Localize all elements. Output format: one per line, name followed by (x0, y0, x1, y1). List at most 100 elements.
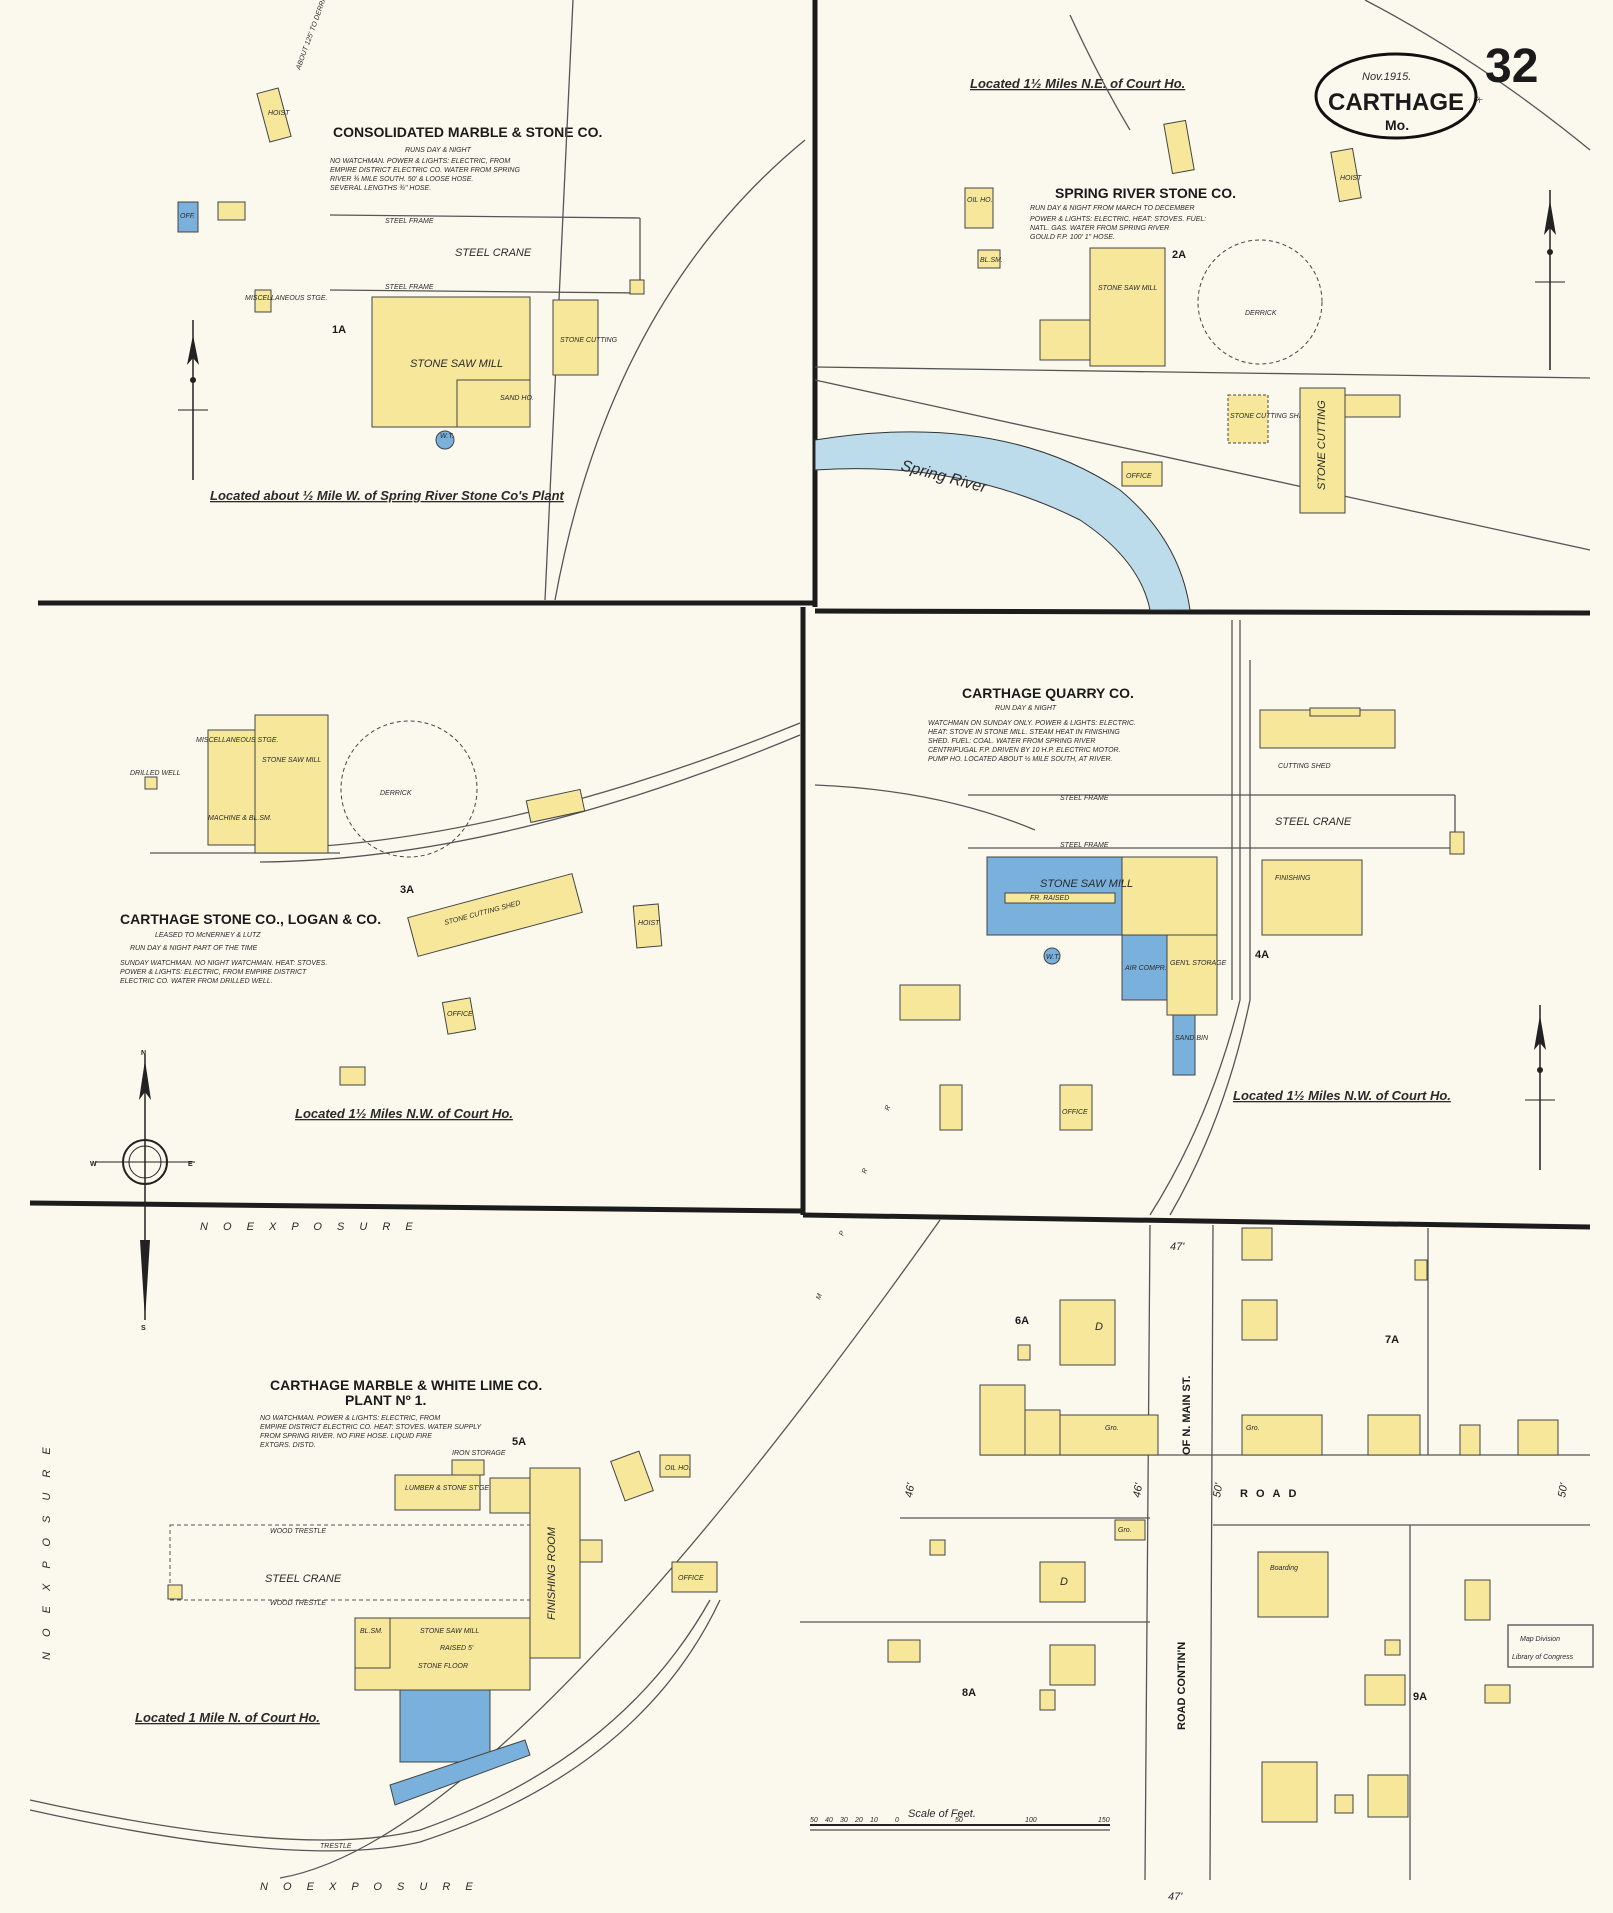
building-hoist (525, 788, 586, 823)
spring-river: Spring River (814, 431, 1191, 611)
panel-leased: LEASED TO McNERNEY & LUTZ (155, 932, 261, 939)
scale-label: Scale of Feet. (908, 1808, 976, 1820)
scale-tick: 0 (895, 1817, 899, 1824)
building-shed (610, 1450, 654, 1502)
building-label: OFF. (180, 213, 195, 220)
location-note: Located 1½ Miles N.E. of Court Ho. (970, 76, 1185, 91)
building-label: MISCELLANEOUS STGE. (245, 295, 328, 302)
derrick-circle (1197, 239, 1323, 365)
derrick-note: ABOUT 125' TO DERRICK (295, 0, 331, 72)
scale-tick: 100 (1025, 1817, 1037, 1824)
building-general-storage (1166, 934, 1218, 1016)
building-raised-floor (1004, 892, 1116, 904)
building-grocery (1241, 1414, 1323, 1456)
panel-plant: PLANT Nº 1. (345, 1392, 426, 1408)
building-small (1017, 1344, 1031, 1361)
building-label: STONE SAW MILL (262, 757, 321, 764)
building-label: STONE SAW MILL (1098, 285, 1157, 292)
dim-label: 46' (903, 1481, 917, 1498)
water-tank (435, 430, 455, 450)
block-id: 4A (1255, 949, 1269, 961)
no-exposure-bottom: N O E X P O S U R E (260, 1881, 479, 1893)
building-misc-storage (254, 289, 272, 313)
building-cutting-ell (1344, 394, 1401, 418)
panel-title: CARTHAGE MARBLE & WHITE LIME CO. (270, 1377, 542, 1393)
scale-tick: 50 (955, 1817, 963, 1824)
building-label: STONE CUTTING (1316, 400, 1328, 490)
building-label: STONE CUTTING (560, 337, 618, 344)
block-id: 9A (1413, 1691, 1427, 1703)
building-air-compr (1039, 319, 1091, 361)
note-line: PUMP HO. LOCATED ABOUT ½ MILE SOUTH, AT … (928, 755, 1113, 763)
panel-title: CARTHAGE QUARRY CO. (962, 685, 1134, 701)
building-stone-saw-mill (1089, 247, 1166, 367)
stamp-line: Library of Congress (1512, 1654, 1574, 1661)
building-label: STONE SAW MILL (410, 358, 503, 370)
trestle-label: TRESTLE (320, 1843, 352, 1850)
building-air-compr (1121, 934, 1168, 1001)
building-label: OIL HO. (665, 1465, 691, 1472)
north-arrow (1535, 190, 1565, 370)
scale-tick: 50 (810, 1817, 818, 1824)
scale-bar: Scale of Feet. 50 40 30 20 10 0 50 100 1… (810, 1808, 1110, 1831)
scale-tick: 30 (840, 1817, 848, 1824)
block-id: 7A (1385, 1334, 1399, 1346)
panel-title: SPRING RIVER STONE CO. (1055, 185, 1236, 201)
building-hoist (632, 903, 663, 949)
building-label: Gro. (1105, 1425, 1119, 1432)
building-office (1121, 461, 1163, 487)
building-small (1459, 1424, 1481, 1456)
trestle-label: WOOD TRESTLE (270, 1528, 326, 1535)
note-line: WATCHMAN ON SUNDAY ONLY. POWER & LIGHTS:… (928, 720, 1136, 727)
building-loading (389, 1739, 531, 1806)
building-label: SAND BIN (1175, 1035, 1209, 1042)
building-label: GEN'L STORAGE (1170, 960, 1227, 967)
note-line: EMPIRE DISTRICT ELECTRIC CO. HEAT: STOVE… (260, 1424, 483, 1431)
building-small (167, 1584, 183, 1600)
building-label: FINISHING ROOM (546, 1526, 558, 1620)
road-label: ROAD (1240, 1488, 1304, 1500)
block-id: 1A (332, 324, 346, 336)
building-hoist (256, 87, 292, 143)
building-store (1364, 1674, 1406, 1706)
dim-label: 50' (1211, 1481, 1225, 1498)
panel-street-blocks: ROAD OF N. MAIN ST. ROAD CONTIN'N 47' 50… (800, 1076, 1594, 1903)
sheet-number: 32 (1485, 40, 1538, 93)
note-line: POWER & LIGHTS: ELECTRIC, FROM EMPIRE DI… (120, 969, 307, 976)
building-label: MISCELLANEOUS STGE. (196, 737, 279, 744)
note-line: RIVER ¾ MILE SOUTH. 50' & LOOSE HOSE. (330, 176, 473, 183)
panel-subtitle: RUN DAY & NIGHT (995, 705, 1057, 712)
frame-label: STEEL FRAME (385, 218, 434, 225)
building-label: OFFICE (1062, 1109, 1088, 1116)
street-label-contin: ROAD CONTIN'N (1176, 1642, 1188, 1730)
panel-subtitle: RUN DAY & NIGHT PART OF THE TIME (130, 945, 258, 952)
water-tank (1043, 947, 1061, 965)
building-blacksmith (354, 1617, 391, 1669)
building-label: D (1095, 1321, 1103, 1333)
building-small (217, 201, 246, 221)
building-dwelling (1059, 1299, 1116, 1366)
building-iron-storage (451, 1459, 485, 1476)
panel-title: CARTHAGE STONE CO., LOGAN & CO. (120, 911, 381, 927)
building-motor-room (399, 1689, 491, 1763)
building-label: IRON STORAGE (452, 1450, 506, 1457)
compass-e: E (188, 1161, 193, 1168)
building-office (671, 1561, 718, 1593)
library-stamp: Map Division Library of Congress (1507, 1624, 1594, 1668)
location-note: Located 1½ Miles N.W. of Court Ho. (295, 1106, 513, 1121)
sheet-badge: Nov.1915. CARTHAGE Mo. 32 (1314, 40, 1538, 140)
note-line: CENTRIFUGAL F.P. DRIVEN BY 10 H.P. ELECT… (928, 747, 1121, 754)
note-line: NO WATCHMAN. POWER & LIGHTS: ELECTRIC, F… (330, 158, 510, 165)
trestle-label: WOOD TRESTLE (270, 1600, 326, 1607)
building-label: SAND HO. (500, 395, 534, 402)
building-dwelling (1261, 1761, 1318, 1823)
compass-s: S (141, 1325, 146, 1332)
stamp-line: Map Division (1520, 1636, 1560, 1643)
building-label: W.T. (440, 433, 454, 440)
crane-label: STEEL CRANE (265, 1573, 342, 1585)
crane-label: STEEL CRANE (1275, 816, 1352, 828)
panel-subtitle: RUNS DAY & NIGHT (405, 147, 472, 154)
building-grocery (1059, 1414, 1159, 1456)
compass-n: N (141, 1050, 146, 1057)
